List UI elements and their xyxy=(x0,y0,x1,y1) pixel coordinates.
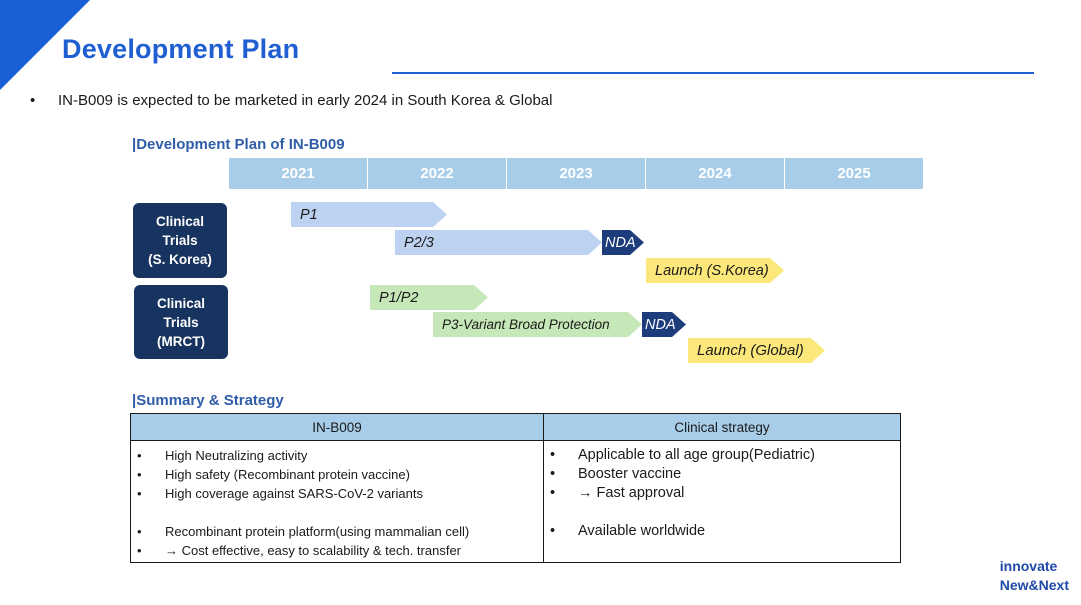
list-gap xyxy=(550,503,900,522)
col-header-product: IN-B009 xyxy=(130,413,544,441)
group-korea-line1: Clinical xyxy=(155,214,204,229)
group-mrct-line3: (MRCT) xyxy=(157,333,205,349)
year-2021: 2021 xyxy=(281,165,315,182)
product-cell: •High Neutralizing activity •High safety… xyxy=(130,440,544,563)
brand-line1: innovate xyxy=(999,558,1058,574)
bullet-dot: • xyxy=(30,92,36,109)
intro-bullet: • IN-B009 is expected to be marketed in e… xyxy=(30,92,552,109)
brand-logo: innovate New&Next xyxy=(1000,557,1069,595)
list-item: •High coverage against SARS-CoV-2 varian… xyxy=(137,486,423,501)
col-header-strategy: Clinical strategy xyxy=(543,413,901,441)
list-item: •Available worldwide xyxy=(550,523,706,539)
list-item: •Applicable to all age group(Pediatric) xyxy=(550,447,815,463)
product-list: •High Neutralizing activity •High safety… xyxy=(131,441,543,560)
bar-p2-3: P2/3 xyxy=(395,230,602,255)
table-row: •High Neutralizing activity •High safety… xyxy=(130,440,901,563)
list-item: •Booster vaccine xyxy=(550,466,682,482)
group-korea: Clinical Trials (S. Korea) xyxy=(133,203,227,278)
bar-p3-variant: P3-Variant Broad Protection xyxy=(433,312,642,337)
strategy-cell: •Applicable to all age group(Pediatric) … xyxy=(543,440,901,563)
page-title: Development Plan xyxy=(62,34,300,64)
corner-decoration xyxy=(0,0,90,90)
table-header-row: IN-B009 Clinical strategy xyxy=(130,413,901,441)
title-underline xyxy=(392,72,1034,74)
list-item: •High Neutralizing activity xyxy=(137,448,308,463)
summary-section-title: |Summary & Strategy xyxy=(132,392,284,409)
group-mrct-line2: Trials xyxy=(163,314,199,330)
year-2024: 2024 xyxy=(645,158,784,189)
year-header: 2021 2022 2023 2024 2025 xyxy=(229,158,923,189)
bar-nda-global: NDA xyxy=(642,312,686,337)
strategy-list: •Applicable to all age group(Pediatric) … xyxy=(544,441,900,541)
list-item: •High safety (Recombinant protein vaccin… xyxy=(137,467,410,482)
intro-text: IN-B009 is expected to be marketed in ea… xyxy=(58,92,553,109)
group-korea-line3: (S. Korea) xyxy=(148,252,212,267)
list-gap xyxy=(137,503,543,522)
list-item: •→ Cost effective, easy to scalability &… xyxy=(137,543,461,558)
summary-table: IN-B009 Clinical strategy •High Neutrali… xyxy=(130,413,901,563)
timeline-section-title: |Development Plan of IN-B009 xyxy=(132,136,345,153)
group-mrct: Clinical Trials (MRCT) xyxy=(134,285,228,359)
year-2025: 2025 xyxy=(784,158,923,189)
bar-p1: P1 xyxy=(291,202,447,227)
group-korea-line2: Trials xyxy=(162,233,198,248)
year-2022: 2022 xyxy=(367,158,506,189)
bar-launch-global: Launch (Global) xyxy=(688,338,825,363)
bar-nda-korea: NDA xyxy=(602,230,644,255)
bar-p1-p2: P1/P2 xyxy=(370,285,488,310)
list-item: •Recombinant protein platform(using mamm… xyxy=(137,524,470,539)
brand-line2: New&Next xyxy=(999,577,1069,593)
group-mrct-line1: Clinical xyxy=(156,295,205,311)
year-2023: 2023 xyxy=(506,158,645,189)
list-item: •→ Fast approval xyxy=(550,485,685,501)
bar-launch-korea: Launch (S.Korea) xyxy=(646,258,784,283)
